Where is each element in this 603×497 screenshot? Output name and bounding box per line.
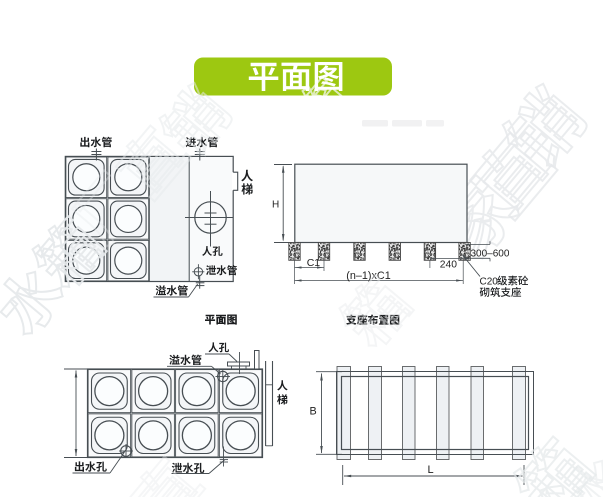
svg-text:C20: C20	[480, 277, 499, 288]
svg-text:300–600: 300–600	[471, 249, 510, 260]
svg-text:L: L	[428, 464, 434, 476]
svg-text:(n–1)xC1: (n–1)xC1	[346, 270, 390, 282]
svg-text:B: B	[310, 406, 317, 418]
svg-text:C1: C1	[307, 257, 321, 269]
svg-text:H: H	[272, 199, 279, 210]
svg-text:240: 240	[440, 260, 457, 271]
